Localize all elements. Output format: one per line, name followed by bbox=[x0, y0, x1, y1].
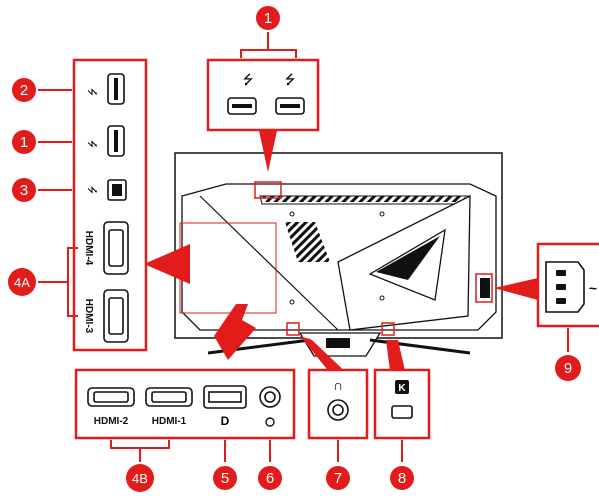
monitor-rear bbox=[174, 152, 503, 357]
headphone-icon: ∩ bbox=[333, 377, 343, 393]
badge-1-left: 1 bbox=[12, 130, 36, 154]
callout-headphone: ∩ bbox=[307, 368, 369, 462]
hdmi3-port-inner bbox=[108, 297, 124, 335]
port-core bbox=[112, 184, 122, 196]
hdmi2-label: HDMI-2 bbox=[94, 416, 129, 427]
usb-icon: ⭍ bbox=[87, 140, 99, 148]
svg-text:3: 3 bbox=[20, 182, 28, 199]
side-brackets bbox=[38, 89, 78, 317]
ac-pin bbox=[556, 298, 566, 304]
svg-text:4B: 4B bbox=[132, 471, 148, 486]
badge-4b: 4B bbox=[126, 464, 154, 492]
kensington-icon bbox=[395, 380, 409, 394]
callout-lock: K bbox=[373, 368, 431, 462]
rear-bracket bbox=[110, 440, 271, 462]
displayport-icon: D bbox=[221, 414, 230, 428]
svg-text:2: 2 bbox=[20, 82, 28, 99]
usb-icon: ⭍ bbox=[243, 72, 254, 87]
port-inner bbox=[208, 391, 242, 403]
callout-top-usb: ⭍ ⭍ bbox=[206, 58, 320, 132]
badge-2: 2 bbox=[12, 78, 36, 102]
svg-text:6: 6 bbox=[266, 470, 274, 487]
svg-text:5: 5 bbox=[221, 470, 229, 487]
badge-3: 3 bbox=[12, 178, 36, 202]
badge-9: 9 bbox=[555, 355, 581, 381]
usb-port-a-tongue bbox=[280, 104, 300, 108]
port-inner bbox=[93, 391, 129, 403]
kensington-slot bbox=[391, 405, 413, 419]
svg-text:1: 1 bbox=[20, 134, 28, 151]
badge-4a: 4A bbox=[8, 268, 36, 296]
usb-port-a-tongue bbox=[232, 104, 252, 108]
arrow-side-panel bbox=[144, 244, 190, 284]
kensington-icon-letter: K bbox=[398, 383, 406, 394]
usb-icon: ⭍ bbox=[285, 72, 296, 87]
hdmi4-label: HDMI-4 bbox=[83, 231, 94, 266]
screw-hole bbox=[379, 295, 385, 301]
svg-text:7: 7 bbox=[334, 470, 342, 487]
usb-top-highlight bbox=[254, 181, 282, 199]
ac-pin bbox=[556, 270, 566, 276]
badge-1-top: 1 bbox=[256, 6, 280, 30]
power-socket-mini bbox=[480, 278, 490, 298]
screw-hole bbox=[289, 299, 295, 305]
svg-text:1: 1 bbox=[264, 10, 272, 27]
lock-highlight bbox=[381, 322, 395, 336]
svg-text:9: 9 bbox=[564, 360, 572, 377]
badge-5: 5 bbox=[213, 466, 237, 490]
port-inner bbox=[151, 391, 187, 403]
top-bracket bbox=[240, 32, 297, 58]
ac-icon: ~ bbox=[589, 280, 597, 296]
callout-rear-io: HDMI-2 HDMI-1 D bbox=[74, 368, 296, 440]
callout-box bbox=[206, 58, 320, 132]
port-inner bbox=[332, 404, 344, 416]
hdmi4-port-inner bbox=[108, 229, 124, 267]
screw-hole bbox=[289, 211, 295, 217]
arrow-rear-io bbox=[214, 304, 256, 360]
line-out-icon bbox=[265, 417, 275, 427]
power-highlight bbox=[475, 273, 493, 303]
port-tongue bbox=[114, 130, 118, 152]
badge-7: 7 bbox=[326, 466, 350, 490]
badge-6: 6 bbox=[258, 466, 282, 490]
ac-pin bbox=[556, 284, 566, 290]
callout-power: ~ bbox=[536, 242, 599, 352]
svg-text:4A: 4A bbox=[14, 275, 30, 290]
usb-icon: ⭍ bbox=[87, 186, 99, 194]
stand-hinge bbox=[326, 338, 350, 348]
hdmi3-label: HDMI-3 bbox=[83, 299, 94, 334]
side-vent bbox=[285, 222, 330, 262]
callout-side-ports: ⭍ ⭍ ⭍ HDMI-4 HDMI-3 bbox=[72, 58, 148, 352]
badge-8: 8 bbox=[390, 466, 414, 490]
audio-highlight bbox=[286, 322, 300, 336]
arrow-usb-top bbox=[258, 126, 278, 172]
port-tongue bbox=[114, 78, 118, 100]
arrow-power bbox=[494, 278, 538, 300]
panel-divider bbox=[199, 195, 339, 331]
svg-text:8: 8 bbox=[398, 470, 406, 487]
top-vent bbox=[262, 196, 466, 202]
hdmi1-label: HDMI-1 bbox=[152, 416, 187, 427]
screw-hole bbox=[379, 211, 385, 217]
port-inner bbox=[264, 391, 276, 403]
usb-icon: ⭍ bbox=[87, 88, 99, 96]
rog-eye bbox=[376, 236, 440, 280]
